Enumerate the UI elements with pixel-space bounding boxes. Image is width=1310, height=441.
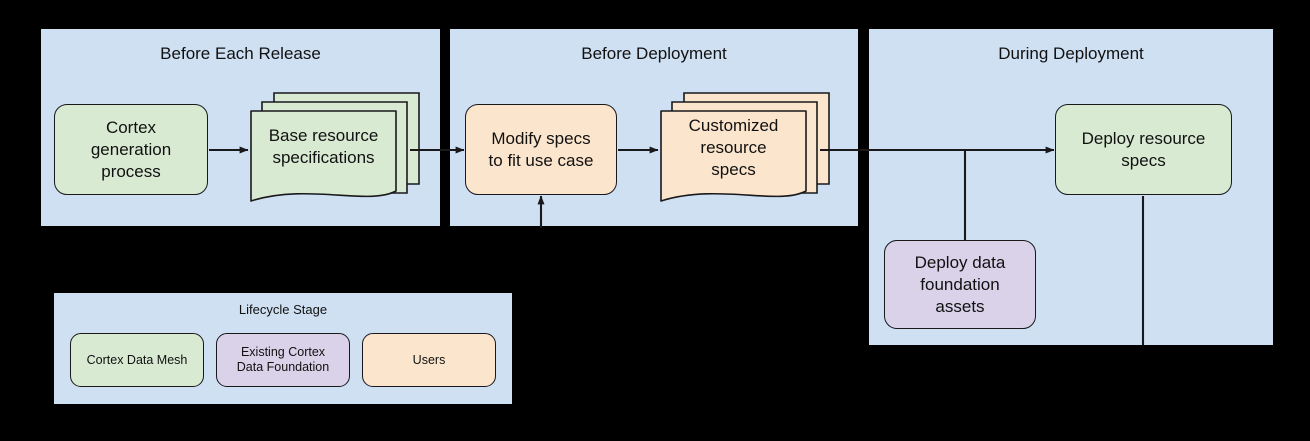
legend-item-label-cortex-data-mesh: Cortex Data Mesh xyxy=(86,352,188,367)
node-deploy-data-foundation-assets[interactable]: Deploy data foundation assets xyxy=(884,240,1036,329)
node-deploy-resource-specs[interactable]: Deploy resource specs xyxy=(1055,104,1232,195)
legend-item-users[interactable]: Users xyxy=(362,333,496,387)
legend-item-cortex-data-mesh[interactable]: Cortex Data Mesh xyxy=(70,333,204,387)
node-label-deploy-resource-specs: Deploy resource specs xyxy=(1081,128,1206,170)
legend-item-label-users: Users xyxy=(412,352,446,367)
panel-title-before-deployment: Before Deployment xyxy=(581,44,727,63)
node-label-deploy-data-foundation-assets: Deploy data foundation assets xyxy=(914,252,1006,316)
legend-item-existing-cortex-data-foundation[interactable]: Existing Cortex Data Foundation xyxy=(216,333,350,387)
panel-title-before-each-release: Before Each Release xyxy=(160,44,321,63)
legend-item-label-existing-cortex-data-foundation: Existing Cortex Data Foundation xyxy=(236,345,330,374)
node-modify-specs[interactable]: Modify specs to fit use case xyxy=(465,104,617,195)
legend-title: Lifecycle Stage xyxy=(238,302,328,317)
node-cortex-generation-process[interactable]: Cortex generation process xyxy=(54,104,208,195)
node-label-customized-resource-specs: Customized resource specs xyxy=(688,116,779,179)
document-stack-shape xyxy=(660,92,830,202)
node-label-modify-specs: Modify specs to fit use case xyxy=(488,128,594,170)
node-label-cortex-generation-process: Cortex generation process xyxy=(90,117,172,181)
node-customized-resource-specs[interactable]: Customized resource specs xyxy=(658,88,838,206)
document-stack-shape xyxy=(250,92,420,202)
node-base-resource-specifications[interactable]: Base resource specifications xyxy=(248,88,428,206)
panel-title-during-deployment: During Deployment xyxy=(998,44,1144,63)
node-label-base-resource-specifications: Base resource specifications xyxy=(268,126,379,167)
